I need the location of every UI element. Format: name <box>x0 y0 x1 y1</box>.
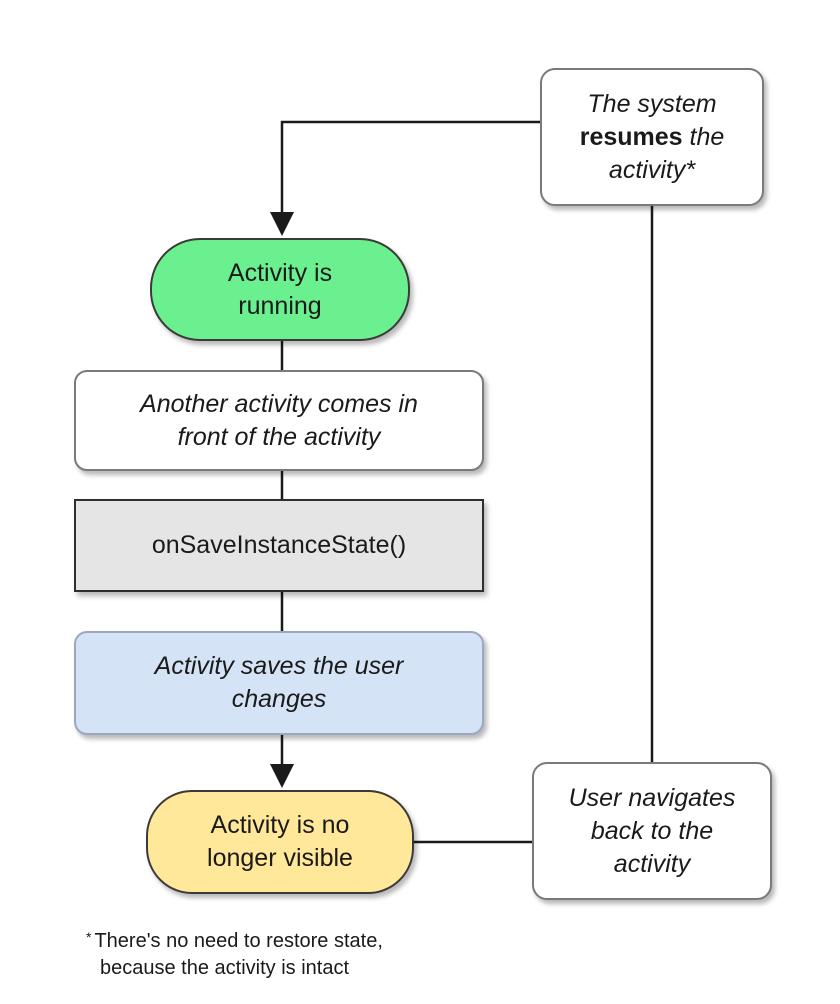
arrowhead-running <box>270 212 294 236</box>
footnote: *There's no need to restore state, becau… <box>86 924 686 982</box>
another-line-2: front of the activity <box>177 422 381 451</box>
resumes-bold-word: resumes <box>579 122 683 151</box>
onsave-label: onSaveInstanceState() <box>151 531 407 559</box>
arrowhead-no-longer-visible <box>270 764 294 788</box>
navigates-line-2: back to the <box>590 816 714 845</box>
another-line-1: Another activity comes in <box>140 389 418 418</box>
resumes-line-2-rest: the <box>682 122 725 151</box>
activity-saves-changes-box: Activity saves the user changes <box>74 631 484 735</box>
resumes-line-3: activity* <box>608 155 696 184</box>
connector-resumes-to-running <box>280 120 540 220</box>
activity-running-node: Activity is running <box>150 238 410 341</box>
resumes-line-1: The system <box>587 89 717 118</box>
saves-line-1: Activity saves the user <box>154 652 404 680</box>
activity-no-longer-visible-node: Activity is no longer visible <box>146 790 414 894</box>
novisible-line-1: Activity is no <box>210 811 350 839</box>
footnote-line-2: because the activity is intact <box>100 957 350 979</box>
another-activity-box: Another activity comes in front of the a… <box>74 370 484 471</box>
running-line-2: running <box>238 291 322 320</box>
navigates-line-1: User navigates <box>568 783 736 812</box>
navigates-line-3: activity <box>613 849 691 878</box>
running-line-1: Activity is <box>227 258 333 287</box>
saves-line-2: changes <box>231 685 327 713</box>
on-save-instance-state-box: onSaveInstanceState() <box>74 499 484 592</box>
footnote-line-1: There's no need to restore state, <box>94 930 383 952</box>
user-navigates-back-box: User navigates back to the activity <box>532 762 772 900</box>
resumes-line-2: resumes the <box>580 121 725 154</box>
system-resumes-activity-box: The system resumes the activity* <box>540 68 764 206</box>
footnote-marker: * <box>86 929 92 945</box>
novisible-line-2: longer visible <box>207 844 353 872</box>
